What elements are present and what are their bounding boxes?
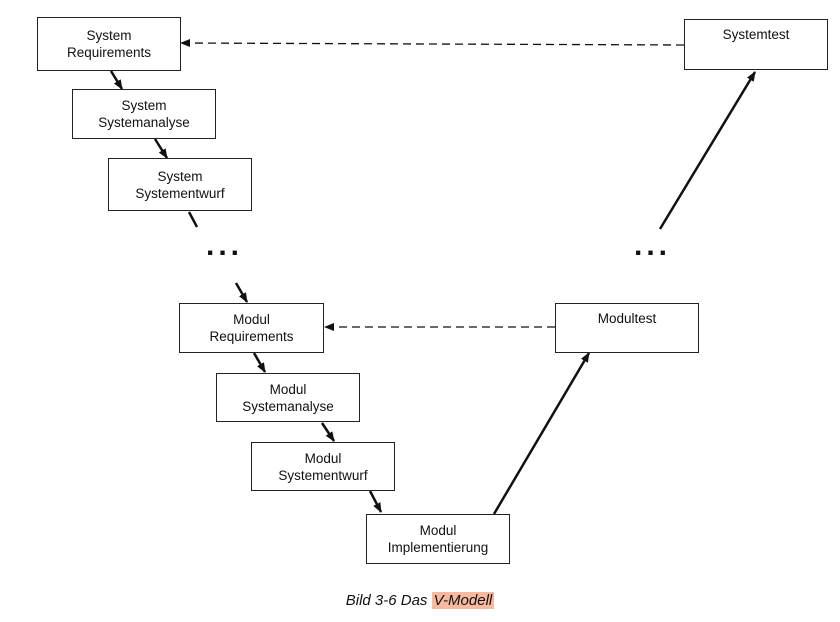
caption-highlight: V-Modell [431, 592, 495, 609]
box-line: System [86, 28, 132, 43]
box-line: Systementwurf [278, 467, 368, 483]
box-label: Systemtest [722, 27, 790, 42]
box-line: Systementwurf [135, 185, 225, 201]
ellipsis-right: ... [634, 229, 672, 262]
arrow-modentwurf-to-impl [368, 490, 383, 513]
box-line: Systemanalyse [242, 398, 334, 414]
arrow-modreq-to-modanalyse [252, 352, 267, 373]
box-systemtest: Systemtest [684, 19, 828, 70]
box-line: Requirements [66, 45, 152, 60]
box-system-systementwurf: System Systementwurf [108, 158, 252, 211]
arrow-sysanalyse-to-sysentwurf [153, 138, 169, 159]
arrow-dots-to-modreq [234, 282, 249, 303]
box-line: Modul [304, 450, 342, 466]
arrow-sysreq-to-sysanalyse [109, 70, 124, 90]
box-system-systemanalyse: System Systemanalyse [72, 89, 216, 139]
caption-prefix: Bild 3-6 Das [345, 592, 432, 609]
box-line: Requirements [209, 329, 294, 344]
arrow-impl-to-modultest [492, 352, 591, 515]
arrow-sysentwurf-to-dots [187, 211, 199, 228]
box-system-requirements: System Requirements [37, 17, 181, 71]
dashed-systemtest-to-sysreq [180, 39, 685, 48]
arrow-dots-to-systemtest [658, 71, 757, 230]
box-modul-systementwurf: Modul Systementwurf [251, 442, 395, 491]
box-modul-systemanalyse: Modul Systemanalyse [216, 373, 360, 422]
box-modul-implementierung: Modul Implementierung [366, 514, 510, 564]
box-line: Modul [269, 381, 307, 397]
figure-caption: Bild 3-6 Das V-Modell [0, 592, 840, 609]
box-line: System [157, 168, 203, 184]
box-modul-requirements: Modul Requirements [179, 303, 324, 353]
box-line: Implementierung [387, 540, 489, 555]
box-line: Systemanalyse [98, 115, 190, 130]
box-modultest: Modultest [555, 303, 699, 353]
box-line: System [121, 98, 167, 113]
box-label: Modultest [597, 311, 657, 326]
box-line: Modul [419, 523, 457, 538]
box-line: Modul [233, 312, 270, 327]
arrow-modanalyse-to-modentwurf [320, 422, 336, 442]
ellipsis-left: ... [206, 229, 244, 262]
